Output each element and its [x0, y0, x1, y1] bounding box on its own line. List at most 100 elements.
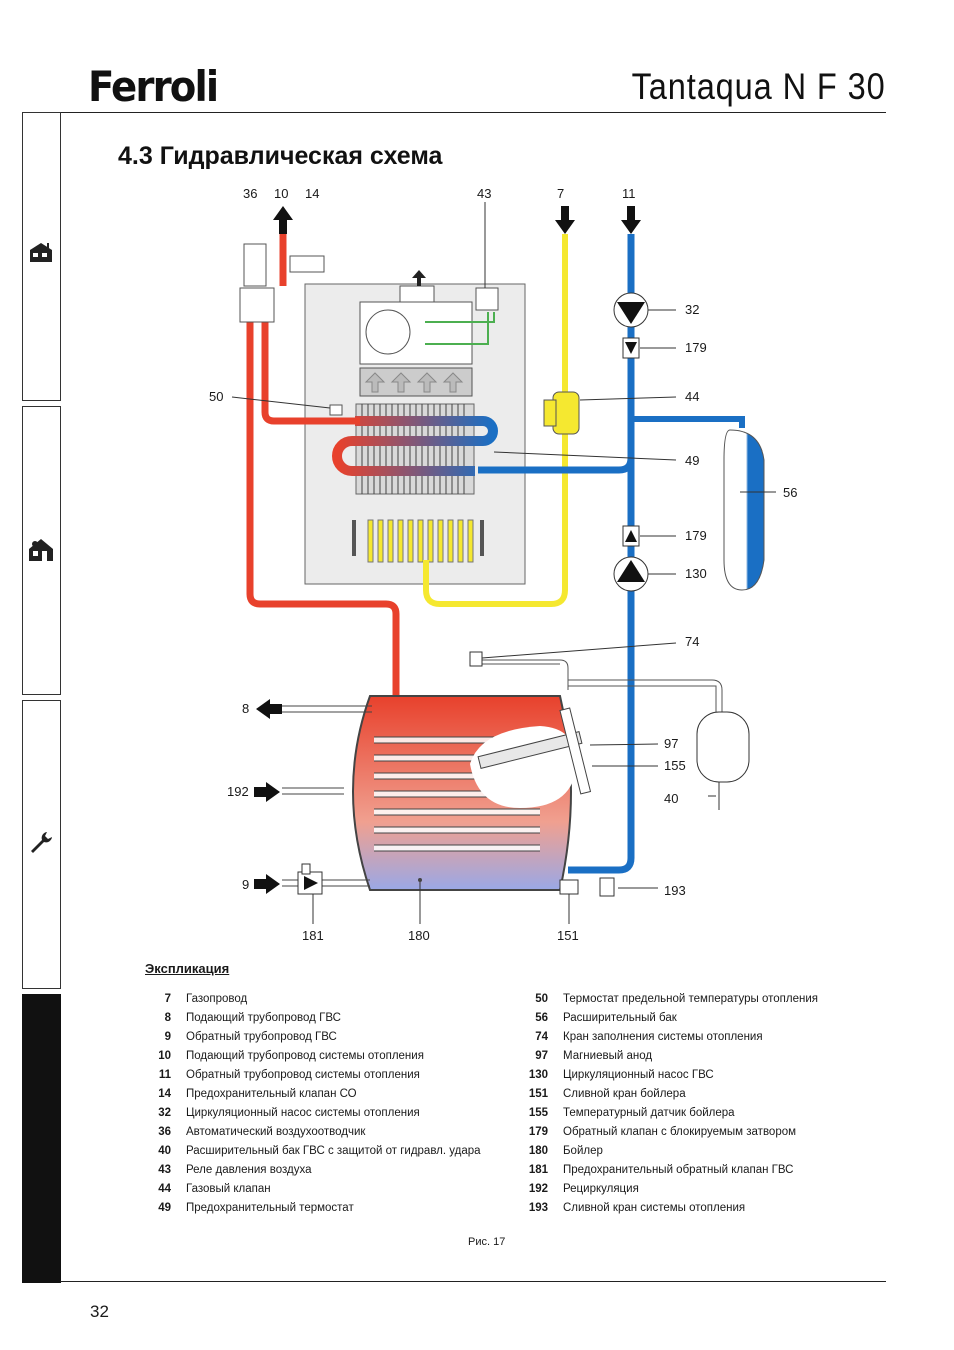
- callout-155: 155: [664, 758, 686, 773]
- legend-num: 50: [535, 993, 548, 1005]
- callout-151: 151: [557, 928, 579, 943]
- legend-text: Сливной кран бойлера: [563, 1088, 686, 1100]
- document-title: Tantaqua N F 30: [632, 66, 886, 107]
- heating-flow-arrow-icon: [273, 206, 293, 234]
- legend-text: Автоматический воздухоотводчик: [186, 1126, 366, 1138]
- legend-num: 44: [158, 1183, 171, 1195]
- page-number: 32: [90, 1302, 109, 1321]
- section-title: 4.3 Гидравлическая схема: [118, 142, 443, 170]
- callout-14: 14: [305, 186, 319, 201]
- side-tab-active[interactable]: [22, 994, 61, 1283]
- legend-num: 7: [164, 993, 171, 1005]
- callout-50: 50: [209, 389, 223, 404]
- callout-8: 8: [242, 701, 249, 716]
- legend-row: 50 Термостат предельной температуры отопл…: [522, 990, 818, 1009]
- fill-tap: [469, 651, 483, 667]
- legend-text: Циркуляционный насос ГВС: [563, 1069, 714, 1081]
- cold-in-arrow-icon: [254, 874, 280, 894]
- legend-num: 14: [158, 1088, 171, 1100]
- leader-lines: [231, 202, 776, 924]
- wrench-icon: [31, 832, 52, 853]
- callout-43: 43: [477, 186, 491, 201]
- flue-outlet: [399, 285, 435, 303]
- exchanger-pipe: [332, 416, 498, 476]
- legend-text: Термостат предельной температуры отоплен…: [563, 993, 819, 1005]
- callout-49: 49: [685, 453, 699, 468]
- dhw-flow-pipe: [282, 705, 372, 713]
- legend-num: 49: [158, 1202, 171, 1214]
- legend-text: Расширительный бак ГВС с защитой от гидр…: [186, 1145, 481, 1157]
- callout-56: 56: [783, 485, 797, 500]
- legend-row: 10 Подающий трубопровод системы отопления: [145, 1047, 481, 1066]
- legend-text: Циркуляционный насос системы отопления: [186, 1107, 420, 1119]
- legend-num: 36: [158, 1126, 171, 1138]
- callout-32: 32: [685, 302, 699, 317]
- air-vent: [243, 243, 267, 287]
- legend-text: Газопровод: [186, 993, 248, 1005]
- legend-text: Обратный трубопровод системы отопления: [186, 1069, 420, 1081]
- cylinder-coil: [374, 737, 540, 851]
- legend-right-column: 50 Термостат предельной температуры отопл…: [522, 990, 818, 1218]
- hydraulic-group: [239, 287, 275, 323]
- pump-down-icon: [617, 302, 645, 324]
- callout-193: 193: [664, 883, 686, 898]
- callout-10: 10: [274, 186, 288, 201]
- air-flow-arrows: [364, 372, 464, 393]
- legend-num: 130: [528, 1069, 548, 1081]
- legend-text: Рециркуляция: [563, 1183, 639, 1195]
- legend-text: Обратный клапан с блокируемым затвором: [563, 1126, 797, 1138]
- legend-text: Температурный датчик бойлера: [563, 1107, 735, 1119]
- dhw-exp-line: [568, 679, 723, 712]
- legend-text: Расширительный бак: [563, 1012, 677, 1024]
- legend-text: Обратный трубопровод ГВС: [186, 1031, 337, 1043]
- gas-valve: [543, 391, 580, 435]
- callout-9: 9: [242, 877, 249, 892]
- callout-97: 97: [664, 736, 678, 751]
- dhw-inlet-pipe: [282, 879, 370, 887]
- legend-num: 192: [528, 1183, 548, 1195]
- legend-num: 151: [528, 1088, 548, 1100]
- legend-num: 8: [164, 1012, 171, 1024]
- brand-logo: Ferroli: [88, 62, 219, 111]
- boiler-drain-cock: [559, 879, 579, 895]
- boiler-supply-pipe: [246, 310, 400, 696]
- installer-house-icon: [29, 539, 53, 561]
- coil-outline: [374, 736, 540, 852]
- expansion-tank-pipe: [631, 416, 745, 428]
- side-tab-service[interactable]: [22, 700, 61, 989]
- legend-text: Подающий трубопровод системы отопления: [186, 1050, 424, 1062]
- callout-11: 11: [622, 186, 636, 201]
- legend-row: 130 Циркуляционный насос ГВС: [522, 1066, 818, 1085]
- callout-179-bottom: 179: [685, 528, 707, 543]
- legend-num: 32: [158, 1107, 171, 1119]
- legend-text: Реле давления воздуха: [186, 1164, 312, 1176]
- legend-num: 10: [158, 1050, 171, 1062]
- heating-return-pipe: [568, 234, 635, 874]
- footer-divider: [60, 1281, 886, 1282]
- callout-40: 40: [664, 791, 678, 806]
- legend-title: Экспликация: [145, 961, 230, 976]
- gas-pipe: [423, 234, 568, 607]
- legend-num: 11: [158, 1069, 171, 1081]
- dhw-exp-line-b: [568, 685, 717, 712]
- side-tab-user[interactable]: [22, 112, 61, 401]
- callout-36: 36: [243, 186, 257, 201]
- recirc-arrow-icon: [254, 782, 280, 802]
- legend-num: 97: [535, 1050, 548, 1062]
- air-pressure-switch: [475, 287, 499, 311]
- side-tab-installer[interactable]: [22, 406, 61, 695]
- legend-text: Сливной кран системы отопления: [563, 1202, 746, 1214]
- boiler-sensor-well: [559, 707, 592, 795]
- legend-text: Предохранительный обратный клапан ГВС: [563, 1164, 794, 1176]
- ignition-electrode: [352, 520, 356, 556]
- callout-179-top: 179: [685, 340, 707, 355]
